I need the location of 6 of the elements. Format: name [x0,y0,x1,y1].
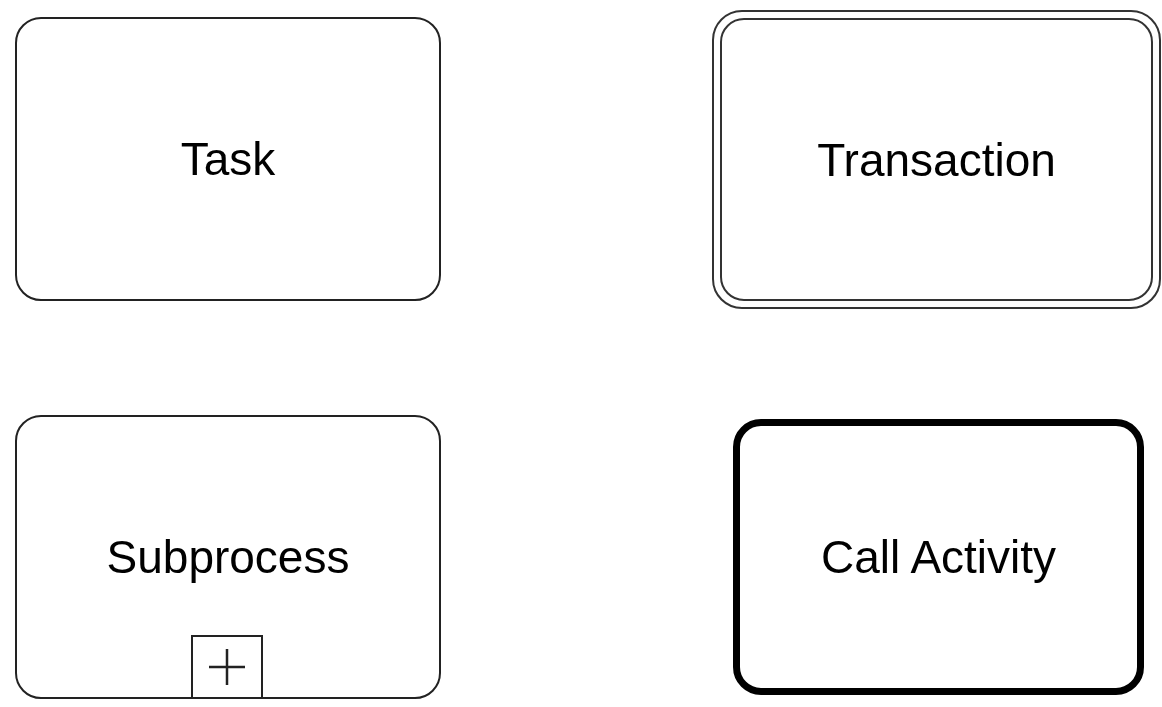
subprocess-box [15,415,441,699]
call-activity-box [733,419,1144,695]
task-box [15,17,441,301]
node-label: Transaction [817,136,1056,183]
node-label: Task [180,136,276,182]
transaction-box [712,10,1161,309]
